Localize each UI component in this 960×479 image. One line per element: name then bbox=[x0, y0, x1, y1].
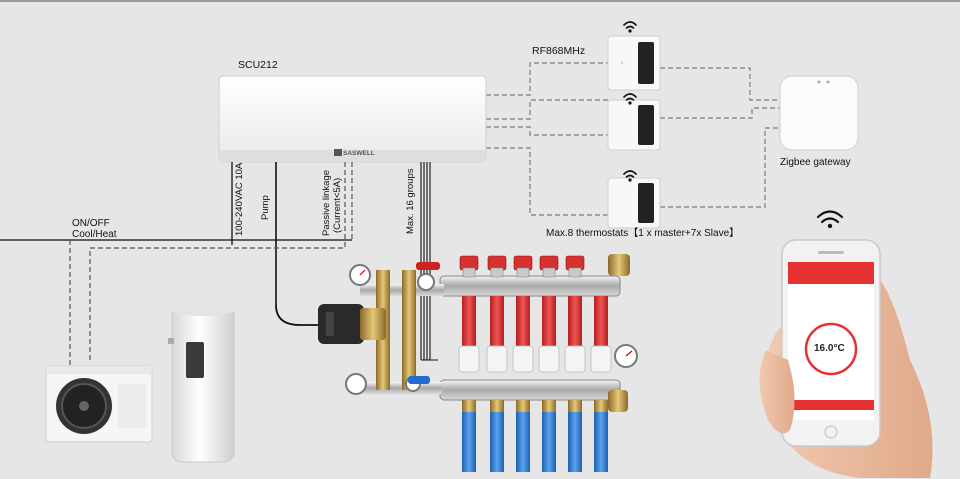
groups-wire-label: Max. 16 groups bbox=[405, 168, 416, 234]
pump-group bbox=[318, 262, 444, 395]
cool-heat-label: Cool/Heat bbox=[72, 229, 117, 240]
smartphone bbox=[781, 239, 881, 447]
rf-frequency-label: RF868MHz bbox=[532, 45, 586, 57]
rf-link-1 bbox=[486, 62, 608, 96]
heat-pump-unit bbox=[45, 365, 153, 443]
svg-text:°: ° bbox=[620, 60, 624, 70]
saswell-logo-icon bbox=[334, 149, 342, 156]
on-off-label: ON/OFF bbox=[72, 218, 110, 229]
wifi-icon bbox=[623, 170, 637, 178]
thermostat-3 bbox=[607, 177, 661, 229]
manifold bbox=[439, 254, 638, 412]
gateway-label: Zigbee gateway bbox=[780, 157, 851, 168]
return-pipes bbox=[462, 410, 608, 472]
thermostat-2 bbox=[607, 99, 661, 151]
zigbee-gateway bbox=[779, 75, 859, 151]
power-wire-label: 100-240VAC 10A bbox=[234, 162, 245, 236]
wifi-icon bbox=[816, 210, 844, 224]
control-wires bbox=[0, 162, 438, 361]
rf-links bbox=[486, 62, 780, 216]
water-tank bbox=[168, 304, 235, 463]
thermostats-label: Max.8 thermostats【1 x master+7x Slave】 bbox=[546, 228, 740, 239]
wifi-icon bbox=[623, 21, 637, 29]
phone-temperature: 16.0°C bbox=[814, 343, 845, 354]
thumb bbox=[759, 350, 795, 434]
controller-brand-label: SASWELL bbox=[343, 150, 375, 157]
dashed-linkage-wires bbox=[69, 162, 353, 370]
wifi-icons bbox=[623, 21, 844, 224]
wifi-dots bbox=[628, 29, 833, 229]
gateway-link bbox=[660, 67, 780, 101]
wifi-icon bbox=[623, 93, 637, 101]
pump-wire-label: Pump bbox=[260, 195, 271, 220]
controller-model-label: SCU212 bbox=[238, 59, 278, 71]
passive-current-label: (Current<5A) bbox=[332, 177, 343, 233]
thermostat-1: ° bbox=[607, 35, 661, 91]
scu212-controller bbox=[218, 75, 487, 163]
